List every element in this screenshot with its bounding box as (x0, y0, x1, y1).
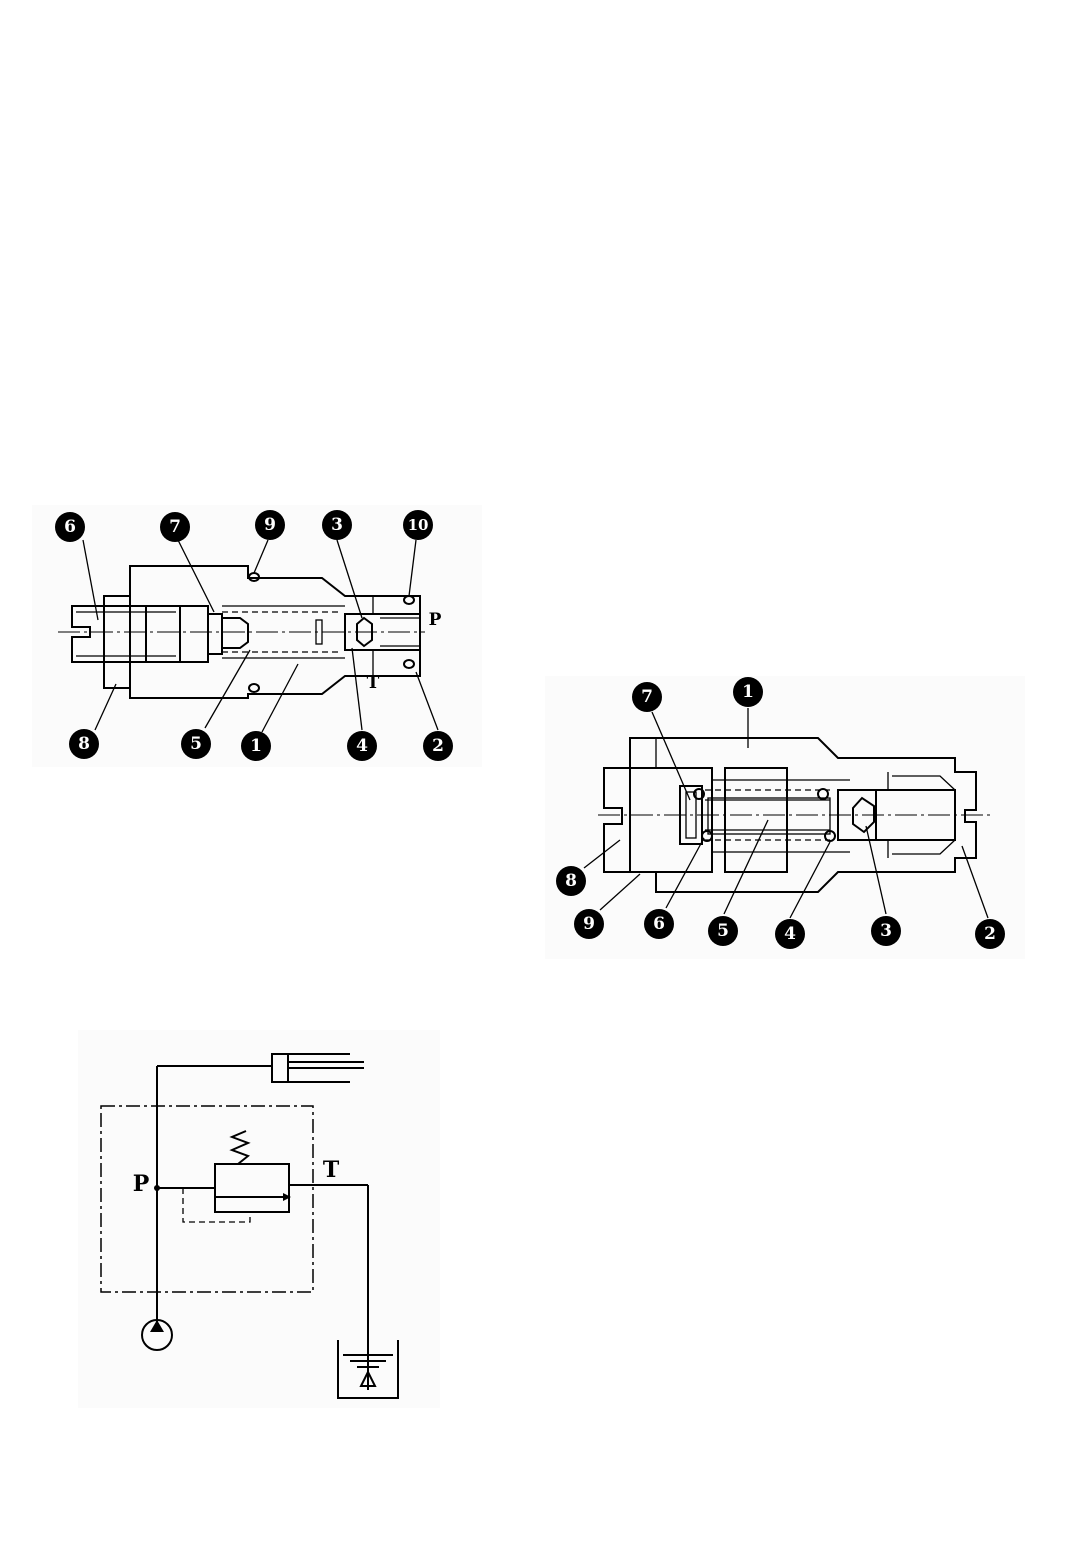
hydraulic-schematic: P T (78, 1030, 440, 1408)
callout-8: 8 (69, 729, 99, 759)
svg-text:5: 5 (717, 921, 729, 941)
callout-1: 1 (733, 677, 763, 707)
svg-text:1: 1 (742, 682, 754, 702)
callout-1: 1 (241, 731, 271, 761)
callout-9: 9 (255, 510, 285, 540)
callout-4: 4 (347, 731, 377, 761)
svg-text:3: 3 (880, 921, 892, 941)
svg-text:3: 3 (331, 515, 343, 535)
svg-text:2: 2 (432, 736, 444, 756)
callout-5: 5 (708, 916, 738, 946)
svg-text:1: 1 (250, 736, 262, 756)
svg-text:7: 7 (641, 687, 653, 707)
svg-text:5: 5 (190, 734, 202, 754)
callout-7: 7 (160, 512, 190, 542)
svg-text:6: 6 (653, 914, 665, 934)
callout-5: 5 (181, 729, 211, 759)
port-t-label: T (367, 673, 380, 693)
svg-text:9: 9 (264, 515, 276, 535)
callout-6: 6 (644, 909, 674, 939)
valve-section-diagram-2 (545, 676, 1025, 959)
callout-9: 9 (574, 909, 604, 939)
callout-2: 2 (975, 919, 1005, 949)
svg-text:10: 10 (408, 516, 429, 534)
svg-text:4: 4 (356, 736, 368, 756)
svg-text:9: 9 (583, 914, 595, 934)
schematic-port-t-label: T (323, 1157, 340, 1183)
port-p-label: P (429, 610, 442, 630)
callout-2: 2 (423, 731, 453, 761)
svg-text:8: 8 (565, 871, 577, 891)
svg-text:2: 2 (984, 924, 996, 944)
callout-3: 3 (322, 510, 352, 540)
svg-text:7: 7 (169, 517, 181, 537)
svg-text:4: 4 (784, 924, 796, 944)
callout-8: 8 (556, 866, 586, 896)
callout-7: 7 (632, 682, 662, 712)
svg-text:6: 6 (64, 517, 76, 537)
callout-10: 10 (403, 510, 433, 540)
callout-6: 6 (55, 512, 85, 542)
valve-section-diagram-1 (32, 505, 482, 767)
svg-text:8: 8 (78, 734, 90, 754)
callout-3: 3 (871, 916, 901, 946)
callout-4: 4 (775, 919, 805, 949)
schematic-port-p-label: P (133, 1171, 150, 1197)
